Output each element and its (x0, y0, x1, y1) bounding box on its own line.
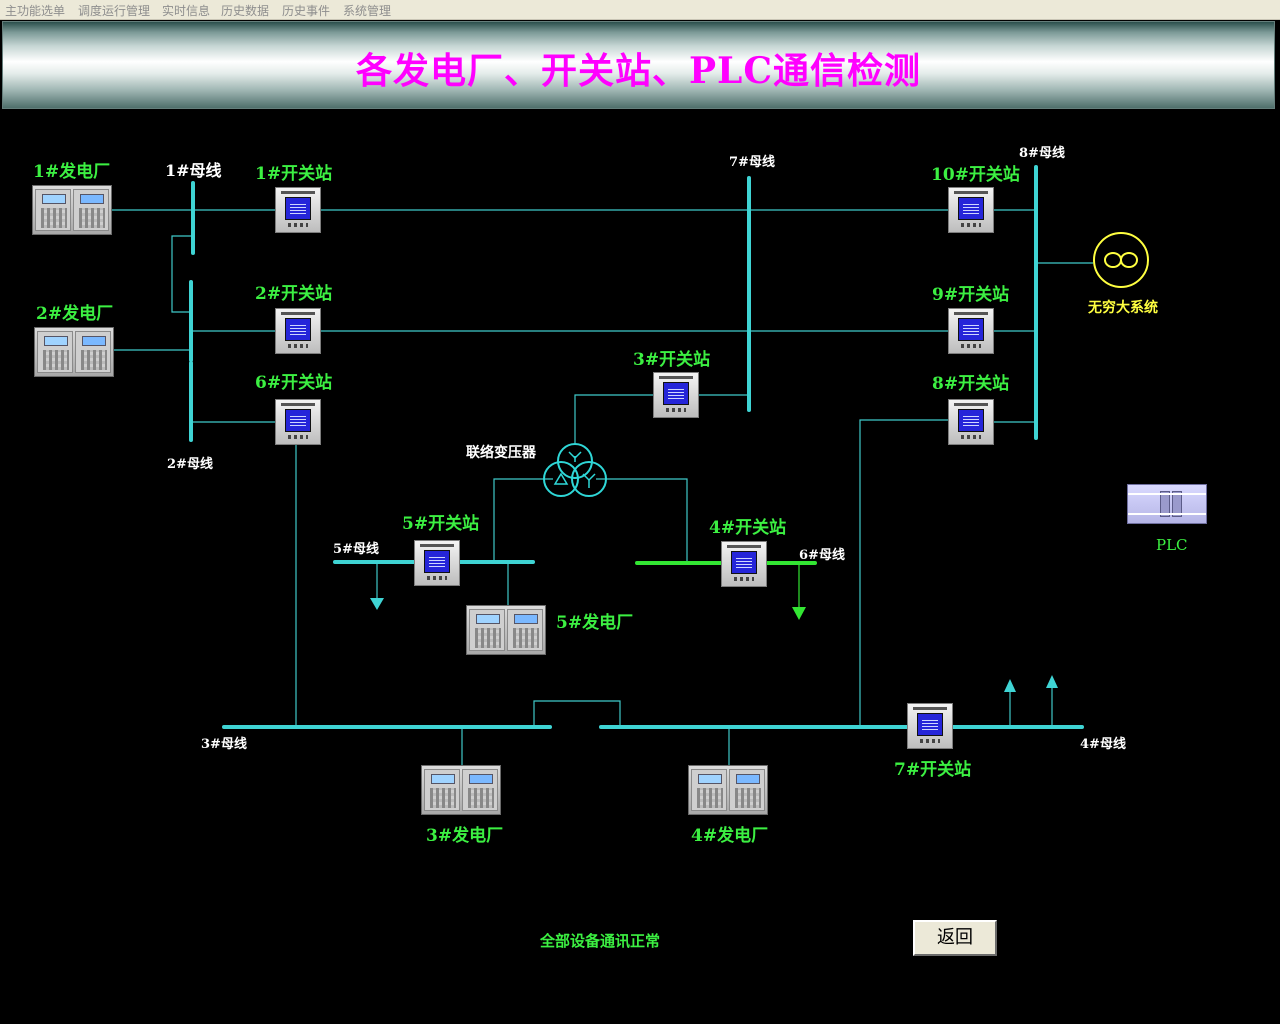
switch-station-5-label: 5#开关站 (402, 514, 480, 534)
generator-2-label: 2#发电厂 (36, 304, 114, 324)
generator-4-label: 4#发电厂 (691, 826, 769, 846)
switch-station-8-label: 8#开关站 (932, 374, 1010, 394)
bus-3-label: 3#母线 (201, 737, 247, 752)
generator-1-label: 1#发电厂 (33, 162, 111, 182)
page-title: 各发电厂、开关站、PLC通信检测 (355, 50, 922, 92)
bus-5-label: 5#母线 (333, 542, 379, 557)
switch-station-9-label: 9#开关站 (932, 285, 1010, 305)
generator-3-device[interactable] (421, 765, 501, 815)
generator-5-device[interactable] (466, 605, 546, 655)
switch-station-4-device[interactable] (721, 541, 767, 587)
switch-station-7-device[interactable] (907, 703, 953, 749)
switch-station-3-label: 3#开关站 (633, 350, 711, 370)
connection-lines (112, 209, 1093, 765)
switch-station-7-label: 7#开关站 (894, 760, 972, 780)
switch-station-4-label: 4#开关站 (709, 518, 787, 538)
transformer-label: 联络变压器 (466, 445, 536, 461)
generator-2-device[interactable] (34, 327, 114, 377)
switch-station-2-device[interactable] (275, 308, 321, 354)
communication-status-text: 全部设备通讯正常 (540, 932, 661, 950)
bus-6-label: 6#母线 (799, 548, 845, 563)
title-banner: 各发电厂、开关站、PLC通信检测 (2, 21, 1275, 109)
plc-device[interactable] (1127, 484, 1207, 524)
switch-station-3-device[interactable] (653, 372, 699, 418)
switch-station-1-label: 1#开关站 (255, 164, 333, 184)
bus-1-label: 1#母线 (165, 161, 222, 180)
bus-8-label: 8#母线 (1019, 146, 1065, 161)
transformer-icon (543, 443, 607, 497)
load-arrow-icon (1004, 679, 1016, 692)
bus-4-label: 4#母线 (1080, 737, 1126, 752)
load-arrow-icon (792, 607, 806, 620)
menu-item-history-events[interactable]: 历史事件 (282, 4, 331, 18)
menu-item-realtime[interactable]: 实时信息 (162, 4, 211, 18)
bus-2-label: 2#母线 (167, 457, 213, 472)
switch-station-6-label: 6#开关站 (255, 373, 333, 393)
plc-label: PLC (1156, 536, 1188, 554)
switch-station-8-device[interactable] (948, 399, 994, 445)
switch-station-2-label: 2#开关站 (255, 284, 333, 304)
switch-station-5-device[interactable] (414, 540, 460, 586)
menu-bar: 主功能选单 调度运行管理 实时信息 历史数据 历史事件 系统管理 (0, 0, 1280, 20)
menu-item-system[interactable]: 系统管理 (343, 4, 392, 18)
bus-7-label: 7#母线 (729, 155, 775, 170)
infinite-system-label: 无穷大系统 (1088, 300, 1158, 316)
bus-bars (189, 165, 1084, 729)
generator-5-label: 5#发电厂 (556, 613, 634, 633)
generator-3-label: 3#发电厂 (426, 826, 504, 846)
menu-item-main[interactable]: 主功能选单 (5, 4, 66, 18)
switch-station-10-label: 10#开关站 (931, 165, 1020, 185)
switch-station-10-device[interactable] (948, 187, 994, 233)
menu-item-dispatch[interactable]: 调度运行管理 (78, 4, 151, 18)
switch-station-1-device[interactable] (275, 187, 321, 233)
generator-4-device[interactable] (688, 765, 768, 815)
infinite-system-icon (1093, 232, 1149, 288)
generator-1-device[interactable] (32, 185, 112, 235)
back-button[interactable]: 返回 (913, 920, 997, 956)
load-arrow-icon (370, 598, 384, 610)
menu-item-history-data[interactable]: 历史数据 (221, 4, 270, 18)
load-arrow-icon (1046, 675, 1058, 688)
switch-station-6-device[interactable] (275, 399, 321, 445)
switch-station-9-device[interactable] (948, 308, 994, 354)
